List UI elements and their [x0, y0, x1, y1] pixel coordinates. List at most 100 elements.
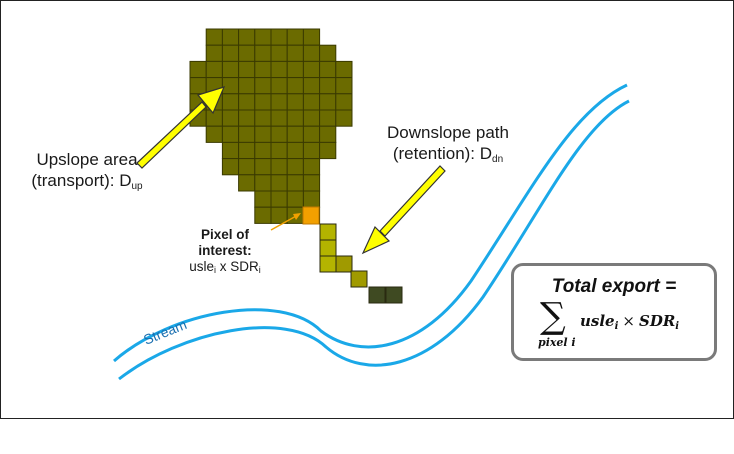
- upslope-pixel: [286, 77, 304, 95]
- upslope-pixel: [221, 77, 240, 95]
- upslope-pixel: [319, 44, 337, 62]
- summation-subscript: pixel i: [538, 336, 576, 349]
- downslope-pixel: [319, 223, 337, 241]
- downslope-pixel: [319, 255, 337, 273]
- upslope-pixel: [319, 77, 337, 95]
- upslope-line2: (transport): Dup: [31, 171, 143, 192]
- poi-line1: Pixel of: [200, 227, 249, 242]
- upslope-pixel: [238, 44, 256, 62]
- upslope-pixel: [286, 28, 304, 46]
- sdr-diagram: Stream: [113, 28, 630, 381]
- upslope-pixel: [286, 60, 304, 79]
- upslope-pixel: [221, 125, 240, 143]
- upslope-pixel: [286, 44, 304, 62]
- upslope-pixel: [254, 28, 272, 46]
- upslope-pixel: [270, 125, 288, 143]
- stream-bank-upper: [113, 83, 628, 363]
- upslope-pixel: [335, 60, 353, 79]
- upslope-pixel: [270, 77, 288, 95]
- upslope-pixel: [254, 206, 272, 224]
- diagram-frame: Stream Upslope area (transport): Dup Dow…: [0, 0, 734, 419]
- upslope-pixel: [270, 44, 288, 62]
- upslope-pixel: [238, 93, 256, 111]
- upslope-pixel: [221, 28, 240, 46]
- upslope-pixel: [189, 60, 207, 79]
- upslope-pixel: [205, 109, 223, 127]
- downslope-path-label: Downslope path (retention): Ddn: [373, 122, 523, 170]
- upslope-pixel: [335, 93, 353, 111]
- downslope-arrow: [361, 165, 446, 255]
- upslope-pixel: [302, 44, 321, 62]
- summation-expression: uslei×SDRi: [580, 312, 680, 332]
- upslope-pixel: [189, 77, 207, 95]
- upslope-pixel: [254, 77, 272, 95]
- upslope-pixel: [270, 190, 288, 208]
- upslope-area-label: Upslope area (transport): Dup: [7, 149, 167, 197]
- upslope-pixel: [302, 28, 321, 46]
- upslope-pixel: [302, 93, 321, 111]
- upslope-line1: Upslope area: [36, 150, 138, 169]
- upslope-pixel: [254, 93, 272, 111]
- upslope-pixel: [286, 190, 304, 208]
- downslope-line2: (retention): Ddn: [392, 144, 504, 165]
- stream-bank-lower: [118, 99, 630, 381]
- upslope-pixel: [221, 93, 240, 111]
- poi-line2: interest:: [198, 243, 252, 258]
- downslope-pixel: [368, 286, 386, 304]
- upslope-pixel: [221, 141, 240, 160]
- upslope-pixel: [238, 60, 256, 79]
- downslope-line1: Downslope path: [387, 123, 509, 142]
- downslope-pixel: [335, 255, 353, 273]
- upslope-pixel: [270, 174, 288, 192]
- upslope-pixel: [238, 28, 256, 46]
- upslope-pixel: [238, 158, 256, 176]
- downslope-pixel: [385, 286, 403, 304]
- upslope-pixel: [302, 60, 321, 79]
- upslope-pixel: [335, 109, 353, 127]
- upslope-pixel: [221, 44, 240, 62]
- upslope-pixel: [254, 109, 272, 127]
- upslope-pixel: [286, 125, 304, 143]
- upslope-pixel: [221, 158, 240, 176]
- upslope-pixel: [254, 44, 272, 62]
- upslope-pixel: [221, 109, 240, 127]
- pixel-pointer-line: [270, 214, 299, 231]
- upslope-pixel: [205, 125, 223, 143]
- upslope-pixel: [238, 109, 256, 127]
- upslope-pixel: [302, 109, 321, 127]
- upslope-pixel: [302, 158, 321, 176]
- upslope-pixel: [302, 141, 321, 160]
- upslope-pixel: [254, 60, 272, 79]
- upslope-pixel: [286, 109, 304, 127]
- upslope-pixel: [286, 174, 304, 192]
- upslope-pixel: [254, 174, 272, 192]
- downslope-pixel: [319, 239, 337, 257]
- poi-formula: uslei x SDRi: [189, 259, 261, 275]
- upslope-pixel: [205, 60, 223, 79]
- pixel-pointer-head: [293, 213, 301, 220]
- upslope-pixel: [238, 125, 256, 143]
- upslope-pixel: [254, 158, 272, 176]
- upslope-pixel: [238, 141, 256, 160]
- upslope-pixel: [254, 190, 272, 208]
- upslope-pixel: [286, 158, 304, 176]
- upslope-pixel: [205, 28, 223, 46]
- upslope-pixel: [270, 206, 288, 224]
- upslope-pixel: [270, 158, 288, 176]
- pixel-of-interest-label: Pixel of interest: uslei x SDRi: [172, 227, 278, 278]
- upslope-pixel: [335, 77, 353, 95]
- upslope-pixel: [302, 125, 321, 143]
- upslope-pixel: [286, 93, 304, 111]
- upslope-pixel: [270, 141, 288, 160]
- upslope-pixel: [302, 77, 321, 95]
- upslope-pixel: [319, 141, 337, 160]
- upslope-arrow: [136, 86, 226, 169]
- upslope-pixel: [270, 28, 288, 46]
- total-export-title: Total export =: [551, 276, 677, 297]
- upslope-pixel: [205, 44, 223, 62]
- upslope-pixel: [319, 93, 337, 111]
- downslope-pixel: [350, 270, 368, 288]
- pixel-of-interest: [302, 206, 320, 225]
- upslope-pixel: [270, 93, 288, 111]
- upslope-pixel: [221, 60, 240, 79]
